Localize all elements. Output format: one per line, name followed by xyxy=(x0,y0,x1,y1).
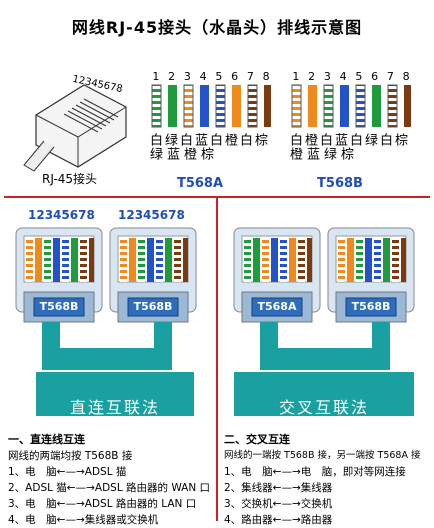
t568b-num: 1 xyxy=(292,70,300,83)
t568a-num: 4 xyxy=(199,70,207,83)
t568b-color: 橙 xyxy=(302,133,317,147)
t568b-color: 绿 xyxy=(362,133,377,147)
crossover-line: 1、电 脑←—→电 脑，即对等网连接 xyxy=(224,466,406,478)
t568a-num: 7 xyxy=(246,70,254,83)
t568a-num: 8 xyxy=(262,70,270,83)
t568a-color: 棕 xyxy=(252,133,267,147)
straight-line: 3、电 脑←—→ADSL 路由器的 LAN 口 xyxy=(8,498,197,510)
crossover-subheading: 网线的一端按 T568B 接，另一端按 T568A 接 xyxy=(224,450,421,461)
t568a-color: 白 xyxy=(147,133,162,147)
t568a-label: T568A xyxy=(176,176,224,191)
t568a-color: 绿 xyxy=(162,133,177,147)
t568b-num: 3 xyxy=(323,70,331,83)
t568a-color2: 蓝 xyxy=(164,147,179,161)
crossover-line: 3、交换机←—→交换机 xyxy=(224,498,333,510)
t568b-color2: 棕 xyxy=(338,147,353,161)
t568b-color: 白 xyxy=(377,133,392,147)
crossover-cable xyxy=(260,322,390,370)
t568b-color2: 橙 xyxy=(287,147,302,161)
straight-right-plug xyxy=(109,227,197,323)
straight-cable xyxy=(42,322,172,370)
vertical-divider xyxy=(216,196,218,521)
straight-band-label: 直连互联法 xyxy=(69,398,160,417)
crossover-line: 4、路由器←—→路由器 xyxy=(224,514,333,526)
t568b-num: 7 xyxy=(386,70,394,83)
t568a-num: 1 xyxy=(152,70,160,83)
straight-line: 1、电 脑←—→ADSL 猫 xyxy=(8,466,127,478)
t568a-color: 白 xyxy=(207,133,222,147)
t568a-num: 2 xyxy=(168,70,176,83)
t568b-label: T568B xyxy=(317,176,363,191)
crossover-band-label: 交叉互联法 xyxy=(278,398,369,417)
t568a-num: 3 xyxy=(183,70,191,83)
straight-right-std: T568B xyxy=(133,300,173,313)
crossover-line: 2、集线器←—→集线器 xyxy=(224,482,333,494)
straight-subheading: 网线的两端均按 T568B 接 xyxy=(8,450,133,462)
straight-diagram xyxy=(15,227,197,416)
crossover-left-std: T568A xyxy=(257,300,297,313)
crossover-legend: 二、交叉互连 网线的一端按 T568B 接，另一端按 T568A 接 1、电 脑… xyxy=(224,432,432,528)
crossover-diagram xyxy=(233,227,415,416)
t568a-color2: 橙 xyxy=(181,147,196,161)
t568a-num: 5 xyxy=(215,70,223,83)
straight-line: 4、电 脑←—→集线器或交换机 xyxy=(8,514,159,526)
crossover-left-plug xyxy=(233,227,321,323)
t568b-color2: 绿 xyxy=(321,147,336,161)
t568b-num: 8 xyxy=(402,70,410,83)
plug-label: RJ-45接头 xyxy=(42,172,98,186)
t568b-chart: 1 2 3 4 5 6 7 8 白 橙 白 蓝 白 绿 白 棕 橙 蓝 绿 棕 xyxy=(282,70,412,190)
t568b-wires xyxy=(291,84,411,128)
t568b-color2: 蓝 xyxy=(304,147,319,161)
t568a-color: 蓝 xyxy=(192,133,207,147)
plug-body xyxy=(23,84,127,172)
straight-heading: 一、直连线互连 xyxy=(8,433,85,446)
straight-line: 2、ADSL 猫←—→ADSL 路由器的 WAN 口 xyxy=(8,482,211,494)
straight-legend: 一、直连线互连 网线的两端均按 T568B 接 1、电 脑←—→ADSL 猫 2… xyxy=(8,432,213,528)
straight-right-pins: 12345678 xyxy=(118,208,185,222)
rj45-plug-illustration xyxy=(23,84,127,172)
crossover-band xyxy=(234,372,414,416)
t568b-color: 白 xyxy=(287,133,302,147)
t568a-color2: 棕 xyxy=(198,147,213,161)
t568a-color2: 绿 xyxy=(147,147,162,161)
t568b-color: 棕 xyxy=(392,133,407,147)
t568b-num: 6 xyxy=(371,70,379,83)
crossover-heading: 二、交叉互连 xyxy=(224,433,290,446)
crossover-right-std: T568B xyxy=(351,300,391,313)
t568b-color: 白 xyxy=(317,133,332,147)
t568a-chart: 1 2 3 4 5 6 7 8 白 绿 白 蓝 白 橙 白 棕 绿 xyxy=(142,70,272,190)
t568b-num: 4 xyxy=(339,70,347,83)
straight-left-plug xyxy=(15,227,103,323)
straight-band xyxy=(36,372,194,416)
t568a-color: 橙 xyxy=(222,133,237,147)
crossover-right-plug xyxy=(327,227,415,323)
page-title: 网线RJ-45接头（水晶头）排线示意图 xyxy=(71,18,363,37)
t568b-color: 白 xyxy=(347,133,362,147)
t568a-wires xyxy=(151,84,271,128)
t568b-color: 蓝 xyxy=(332,133,347,147)
t568a-color: 白 xyxy=(177,133,192,147)
straight-left-std: T568B xyxy=(39,300,79,313)
t568b-num: 5 xyxy=(355,70,363,83)
t568a-num: 6 xyxy=(231,70,239,83)
t568b-num: 2 xyxy=(308,70,316,83)
straight-left-pins: 12345678 xyxy=(28,208,95,222)
t568a-color: 白 xyxy=(237,133,252,147)
